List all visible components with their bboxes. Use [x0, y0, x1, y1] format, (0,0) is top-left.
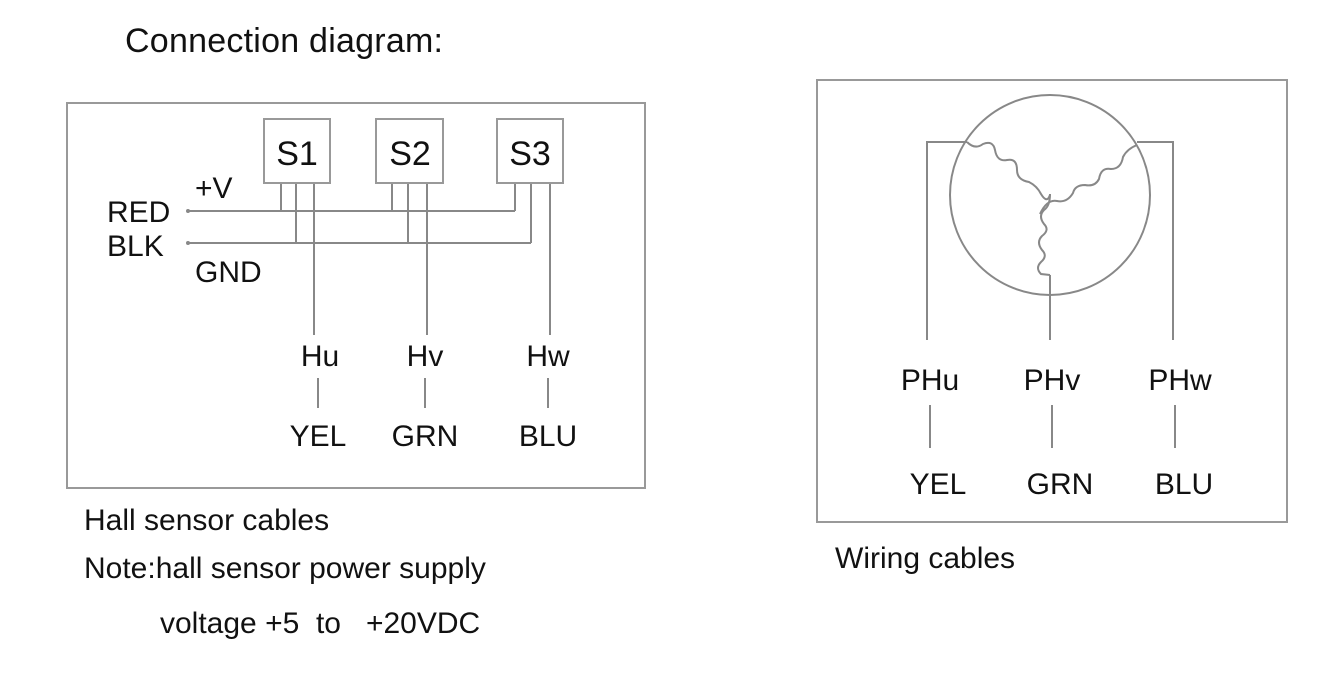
- phw-label: PHw: [1148, 364, 1212, 397]
- blk-label: BLK: [107, 230, 164, 263]
- gnd-terminal: [186, 241, 190, 245]
- sensor-s1-label: S1: [276, 135, 318, 173]
- hu-label: Hu: [301, 340, 339, 373]
- gnd-label: GND: [195, 256, 262, 289]
- hv-color: GRN: [392, 420, 459, 453]
- sensor-s2-label: S2: [389, 135, 431, 173]
- hall-note-line1: Note:hall sensor power supply: [84, 552, 486, 585]
- wiring-caption: Wiring cables: [835, 542, 1015, 575]
- hu-color: YEL: [290, 420, 347, 453]
- sensor-s1: [263, 118, 331, 184]
- hall-sensor-panel: S1 S2 S3 RED BLK +V GND Hu Hv Hw YEL GRN…: [66, 102, 646, 489]
- hw-label: Hw: [526, 340, 570, 373]
- phw-wire: [1137, 141, 1174, 340]
- phu-label: PHu: [901, 364, 959, 397]
- winding-u: [966, 141, 1051, 201]
- phu-color: YEL: [910, 468, 967, 501]
- hall-caption: Hall sensor cables: [84, 504, 329, 537]
- phv-color: GRN: [1027, 468, 1094, 501]
- phv-label: PHv: [1024, 364, 1081, 397]
- sensor-s3: [496, 118, 564, 184]
- wiring-panel-border: [816, 79, 1288, 523]
- winding-w: [1039, 144, 1138, 215]
- wiring-panel: PHu PHv PHw YEL GRN BLU: [816, 79, 1288, 523]
- vplus-label: +V: [195, 172, 233, 205]
- winding-v: [1037, 193, 1051, 276]
- hv-label: Hv: [407, 340, 444, 373]
- vplus-terminal: [186, 209, 190, 213]
- diagram-title: Connection diagram:: [125, 22, 443, 60]
- red-label: RED: [107, 196, 170, 229]
- phw-color: BLU: [1155, 468, 1213, 501]
- hall-note-line2: voltage +5 to +20VDC: [160, 607, 480, 640]
- sensor-s2: [375, 118, 444, 184]
- phu-wire: [926, 141, 967, 340]
- hw-color: BLU: [519, 420, 577, 453]
- sensor-s3-label: S3: [509, 135, 551, 173]
